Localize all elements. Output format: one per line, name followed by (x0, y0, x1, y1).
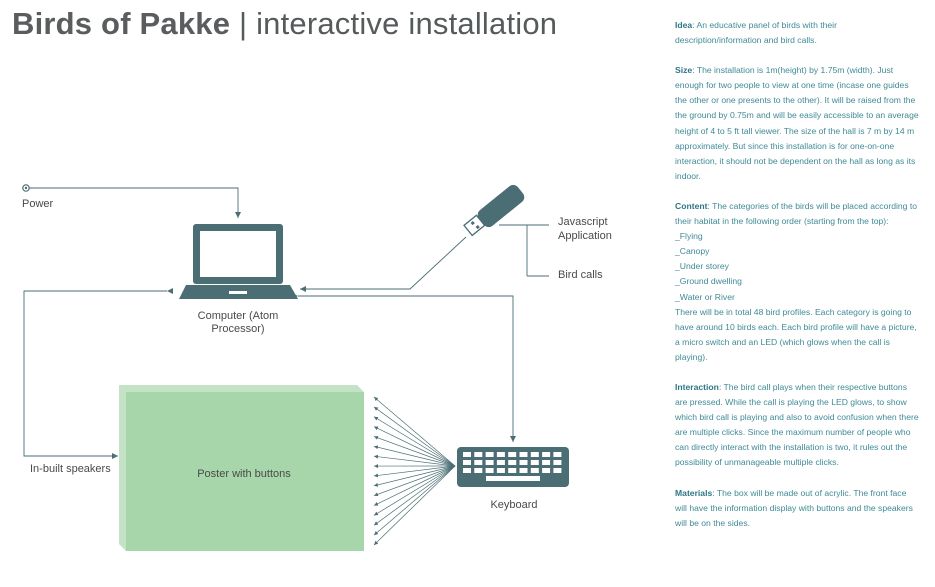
keyboard-key (485, 468, 494, 473)
keyboard-label: Keyboard (490, 499, 537, 511)
keyboard-key (474, 460, 483, 465)
poster-wire (373, 465, 456, 546)
poster-wire (373, 396, 456, 467)
usb-drive-icon (463, 184, 525, 237)
keyboard-key (508, 452, 517, 457)
size-text: : The installation is 1m(height) by 1.75… (675, 65, 919, 181)
poster-wire (373, 465, 456, 536)
interaction-text: : The bird call plays when their respect… (675, 381, 919, 468)
laptop-icon (179, 224, 298, 299)
size-section: Size: The installation is 1m(height) by … (675, 63, 920, 184)
interaction-section: Interaction: The bird call plays when th… (675, 380, 920, 471)
computer-label-line-1: Computer (Atom (198, 310, 279, 322)
keyboard-key (496, 460, 505, 465)
size-label: Size (675, 65, 693, 76)
idea-label: Idea (675, 20, 693, 30)
materials-text: : The box will be made out of acrylic. T… (675, 487, 913, 528)
speakers-label: In-built speakers (30, 463, 111, 475)
keyboard-key (463, 468, 471, 473)
title-bold: Birds of Pakke (12, 6, 231, 41)
keyboard-key (508, 468, 517, 473)
materials-label: Materials (675, 487, 713, 498)
keyboard-key (474, 452, 483, 457)
bird-calls-label: Bird calls (558, 269, 603, 281)
category-item: _Under storey (675, 261, 729, 272)
keyboard-key (463, 460, 471, 465)
keyboard-key (530, 452, 539, 457)
keyboard-key (474, 468, 483, 473)
poster-wire (373, 465, 456, 478)
idea-text: : An educative panel of birds with their… (675, 20, 837, 46)
poster-wire (373, 465, 456, 506)
usb-to-computer-line (300, 236, 467, 292)
materials-section: Materials: The box will be made out of a… (675, 486, 920, 531)
poster-wire (373, 426, 456, 467)
keyboard-key (485, 460, 494, 465)
poster-wire (373, 435, 456, 467)
idea-section: Idea: An educative panel of birds with t… (675, 18, 920, 48)
keyboard-key (542, 452, 551, 457)
keyboard-key (496, 452, 505, 457)
keyboard-key (485, 452, 494, 457)
category-item: _Canopy (675, 246, 710, 257)
keyboard-key (463, 452, 471, 457)
poster-wire (373, 465, 456, 497)
title-rest: interactive installation (256, 6, 558, 41)
computer-to-speakers-line (23, 288, 173, 459)
title-separator: | (230, 6, 257, 41)
computer-label-line-2: Processor) (211, 323, 264, 335)
interaction-label: Interaction (675, 381, 719, 392)
description-panel: Idea: An educative panel of birds with t… (675, 18, 920, 546)
poster-wire (373, 465, 456, 526)
keyboard-key (519, 468, 528, 473)
poster-label: Poster with buttons (197, 468, 291, 480)
category-item: _Flying (675, 231, 703, 242)
keyboard-key (553, 452, 562, 457)
content-text-2: There will be in total 48 bird profiles.… (675, 306, 917, 362)
javascript-label-line-1: Javascript (558, 216, 608, 228)
keyboard-to-computer-line (292, 293, 516, 442)
category-item: _Ground dwelling (675, 276, 742, 287)
keyboard-key (496, 468, 505, 473)
javascript-label-line-2: Application (558, 230, 612, 242)
poster-wire (373, 406, 456, 467)
poster-box (119, 385, 364, 551)
content-section: Content: The categories of the birds wil… (675, 199, 920, 365)
poster-wire (373, 454, 456, 467)
keyboard-icon (457, 447, 569, 487)
poster-wires (373, 396, 456, 546)
keyboard-key (553, 460, 562, 465)
installation-diagram: Power Computer (Atom Processor) Javascri… (22, 184, 612, 551)
keyboard-key (530, 460, 539, 465)
keyboard-key (519, 460, 528, 465)
page-title: Birds of Pakke | interactive installatio… (12, 6, 557, 42)
power-icon (22, 184, 30, 192)
poster-wire (373, 465, 456, 487)
poster-wire (373, 465, 456, 516)
category-item: _Water or River (675, 291, 735, 302)
keyboard-key (508, 460, 517, 465)
keyboard-key (530, 468, 539, 473)
keyboard-key (542, 460, 551, 465)
keyboard-key (553, 468, 562, 473)
poster-wire (373, 416, 456, 467)
usb-contents-bracket (499, 224, 549, 277)
content-text: : The categories of the birds will be pl… (675, 200, 918, 227)
power-to-computer-line (29, 187, 241, 218)
keyboard-key (542, 468, 551, 473)
power-label: Power (22, 198, 54, 210)
keyboard-key (519, 452, 528, 457)
poster-wire (373, 445, 456, 467)
content-label: Content (675, 200, 708, 211)
keyboard-spacebar (486, 476, 540, 481)
